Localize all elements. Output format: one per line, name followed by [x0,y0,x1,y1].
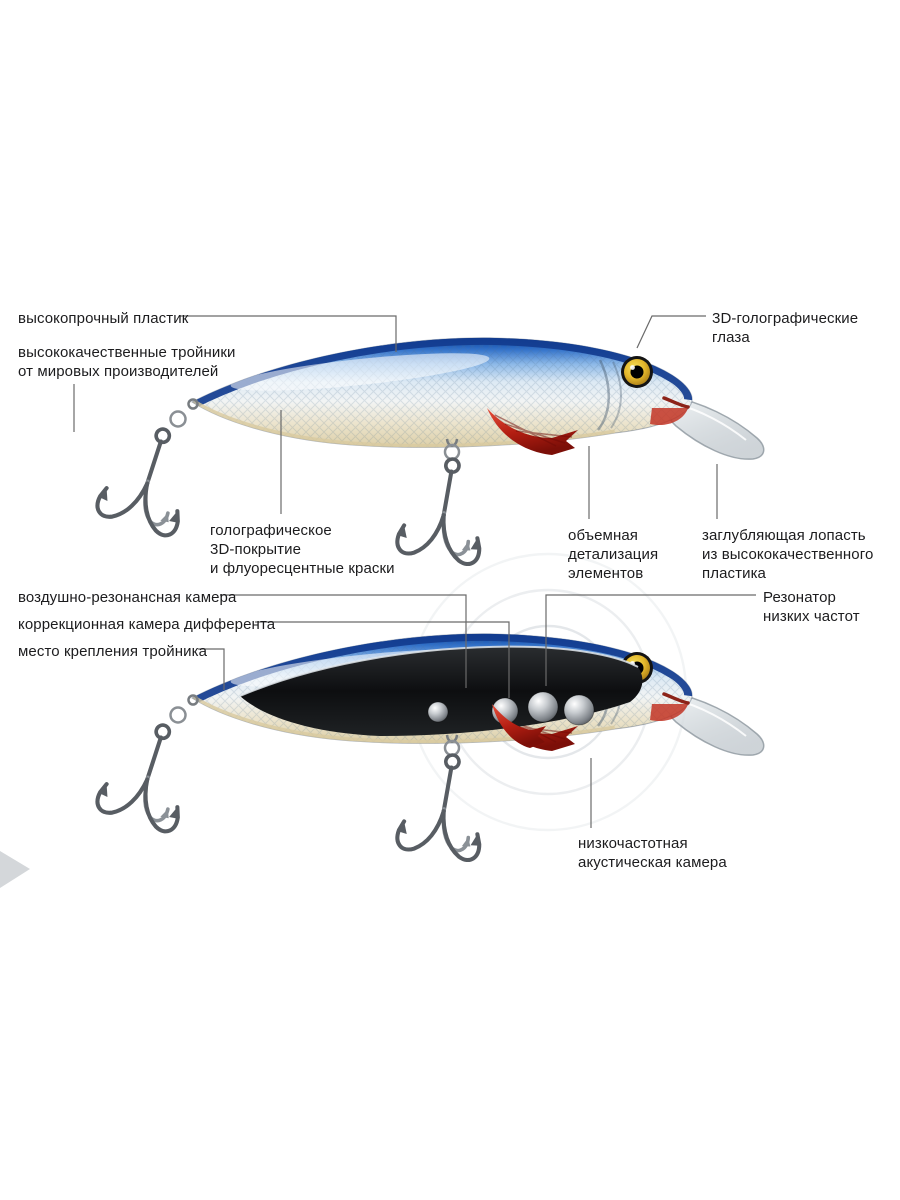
label-trim-chamber: коррекционная камера дифферента [18,616,276,633]
leader-eyes [636,315,706,349]
leader-air-chamber [220,594,467,688]
label-low-freq-chamber: низкочастотная акустическая камера [578,835,727,872]
label-coating: голографическое 3D-покрытие и флуоресцен… [210,522,395,578]
label-details: объемная детализация элементов [568,527,659,583]
label-hooks: высококачественные тройники от мировых п… [18,344,236,381]
label-resonator: Резонатор низких частот [763,589,860,626]
leader-trim-chamber [255,621,510,698]
label-lip: заглубляющая лопасть из высококачественн… [702,527,874,583]
leader-plastic [180,315,397,352]
leader-resonator [545,594,756,686]
cutaway-lure-illustration [94,634,764,862]
label-air-chamber: воздушно-резонансная камера [18,589,237,606]
label-eyes: 3D-голографические глаза [712,310,859,347]
label-hook-mount: место крепления тройника [18,643,208,660]
corner-mark [0,851,30,888]
resonator-balls-front [527,691,595,726]
cavity-rim-highlight [239,645,639,697]
leader-hook-mount [198,648,225,690]
label-plastic: высокопрочный пластик [18,310,189,327]
